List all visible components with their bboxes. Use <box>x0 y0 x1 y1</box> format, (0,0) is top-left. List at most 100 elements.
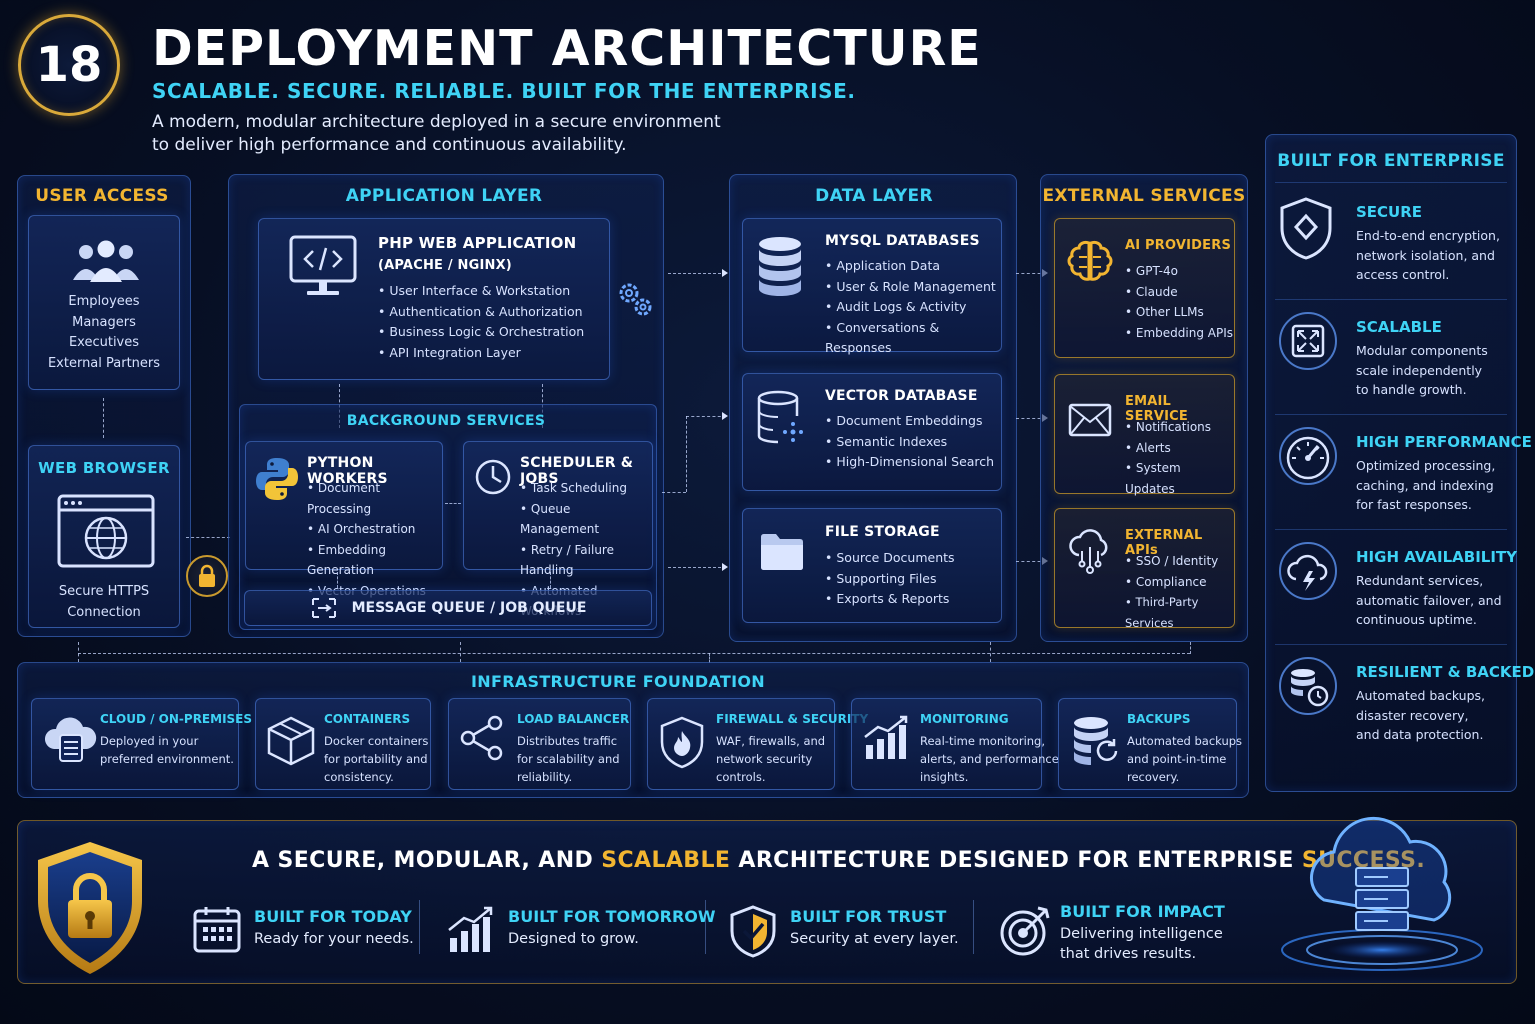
connector <box>460 642 461 662</box>
connector <box>662 492 686 493</box>
browser-globe-icon <box>57 494 155 568</box>
web-browser-title: WEB BROWSER <box>38 459 170 477</box>
enterprise-item-text: for fast responses. <box>1356 497 1472 512</box>
connector <box>78 642 79 662</box>
php-app-card: PHP WEB APPLICATION (APACHE / NGINX) Use… <box>258 218 610 380</box>
infrastructure-card-text: Real-time monitoring, <box>920 734 1046 748</box>
vector-item: Semantic Indexes <box>825 432 994 453</box>
divider <box>419 900 420 954</box>
infrastructure-card: LOAD BALANCER Distributes traffic for scal… <box>448 698 631 790</box>
api-item: Compliance <box>1125 572 1234 593</box>
python-task: Document Processing <box>307 478 442 519</box>
cloud-server-icon <box>1272 800 1492 980</box>
enterprise-item-text: network isolation, and <box>1356 247 1495 263</box>
folder-icon <box>759 531 805 571</box>
connector <box>990 642 991 662</box>
connector <box>78 653 1190 654</box>
file-item: Exports & Reports <box>825 589 955 610</box>
vector-item: High-Dimensional Search <box>825 452 994 473</box>
application-layer-title: APPLICATION LAYER <box>345 186 543 206</box>
connector <box>1190 642 1191 654</box>
envelope-icon <box>1068 403 1112 437</box>
scheduler-task: Task Scheduling <box>520 478 652 499</box>
infrastructure-card-text: reliability. <box>517 770 573 784</box>
infrastructure-title: INFRASTRUCTURE FOUNDATION <box>471 672 765 691</box>
footer-headline: A SECURE, MODULAR, AND SCALABLE ARCHITEC… <box>252 848 1425 873</box>
php-app-subtitle: (APACHE / NGINX) <box>378 258 512 273</box>
target-icon <box>998 904 1052 958</box>
container-box-icon <box>266 715 316 767</box>
ai-provider: Embedding APIs <box>1125 323 1233 344</box>
infrastructure-card-text: insights. <box>920 770 969 784</box>
infrastructure-card-text: controls. <box>716 770 766 784</box>
footer-pillar-text: that drives results. <box>1060 946 1197 962</box>
web-browser-card: WEB BROWSER Secure HTTPS Connection <box>28 445 180 628</box>
infrastructure-card-text: Distributes traffic <box>517 734 618 748</box>
divider <box>1275 182 1507 183</box>
cloud-network-icon <box>1067 527 1113 575</box>
vector-db-title: VECTOR DATABASE <box>825 388 978 404</box>
footer-pillar-title: BUILT FOR TRUST <box>790 907 947 926</box>
infrastructure-card-title: CLOUD / ON-PREMISES <box>100 712 253 726</box>
infrastructure-card-text: Docker containers <box>324 734 429 748</box>
growth-chart-icon <box>446 904 496 954</box>
browser-caption: Connection <box>67 605 141 620</box>
ai-provider: Claude <box>1125 282 1233 303</box>
browser-caption: Secure HTTPS <box>58 584 150 599</box>
external-services-title: EXTERNAL SERVICES <box>1042 186 1246 206</box>
data-layer-title: DATA LAYER <box>815 186 933 206</box>
footer-pillar-title: BUILT FOR IMPACT <box>1060 902 1225 921</box>
enterprise-item-text: continuous uptime. <box>1356 612 1477 627</box>
connector <box>186 537 230 538</box>
section-badge: 18 <box>18 14 120 116</box>
email-item: Notifications <box>1125 417 1234 438</box>
divider <box>1275 529 1507 530</box>
connector <box>103 398 104 438</box>
footer-pillar-text: Delivering intelligence <box>1060 926 1223 942</box>
enterprise-item-title: SECURE <box>1356 203 1423 221</box>
mysql-item: Application Data <box>825 256 1001 277</box>
file-item: Supporting Files <box>825 569 955 590</box>
api-item: Third-Party Services <box>1125 592 1234 633</box>
infrastructure-card-text: for scalability and <box>517 752 620 766</box>
file-storage-title: FILE STORAGE <box>825 524 940 540</box>
ai-providers-title: AI PROVIDERS <box>1125 238 1232 253</box>
users-card: Employees Managers Executives External P… <box>28 215 180 390</box>
scheduler-task: Retry / Failure Handling <box>520 540 652 581</box>
mysql-item: User & Role Management <box>825 277 1001 298</box>
divider <box>1275 414 1507 415</box>
user-type: Executives <box>68 335 140 350</box>
user-access-title: USER ACCESS <box>35 186 169 206</box>
footer-panel <box>17 820 1517 984</box>
infrastructure-card-text: network security <box>716 752 813 766</box>
headline-highlight: SCALABLE <box>601 848 731 873</box>
user-type: External Partners <box>47 355 161 371</box>
external-apis-card: EXTERNAL APIs SSO / Identity Compliance … <box>1054 508 1235 630</box>
database-icon <box>757 235 803 297</box>
file-item: Source Documents <box>825 548 954 569</box>
users-group-icon <box>71 240 141 284</box>
ai-providers-card: AI PROVIDERS GPT-4o Claude Other LLMs Em… <box>1054 218 1235 358</box>
lock-icon <box>186 555 228 597</box>
backup-database-icon <box>1069 715 1121 767</box>
divider <box>1275 644 1507 645</box>
database-backup-icon <box>1278 656 1338 716</box>
clock-icon <box>474 458 512 496</box>
scheduler-task: Queue Management <box>520 499 652 540</box>
calendar-icon <box>192 904 242 954</box>
infrastructure-card-title: LOAD BALANCER <box>517 712 630 726</box>
infrastructure-card-text: Automated backups <box>1127 734 1243 748</box>
queue-icon <box>310 596 338 620</box>
message-queue-label: MESSAGE QUEUE / JOB QUEUE <box>351 600 587 616</box>
php-feature: Business Logic & Orchestration <box>378 322 584 343</box>
email-item: System Updates <box>1125 458 1234 499</box>
python-icon <box>256 456 298 502</box>
user-type: Employees <box>68 294 140 309</box>
background-services-title: BACKGROUND SERVICES <box>346 413 546 429</box>
php-app-title: PHP WEB APPLICATION <box>378 234 577 252</box>
speedometer-icon <box>1278 426 1338 486</box>
gears-icon <box>614 278 656 320</box>
infrastructure-card-title: CONTAINERS <box>324 712 411 726</box>
connector <box>686 412 728 420</box>
